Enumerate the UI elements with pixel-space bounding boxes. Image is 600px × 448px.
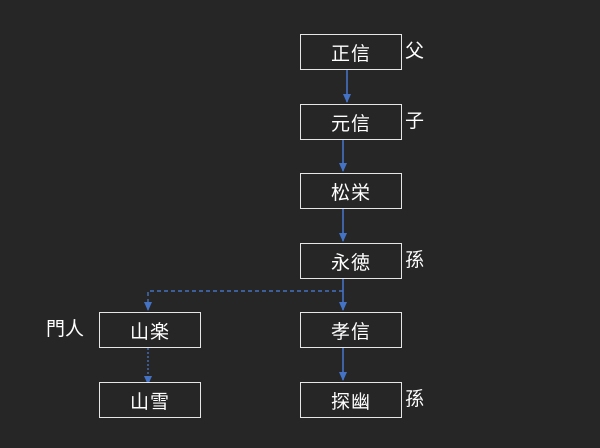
node-sanraku: 山楽 — [99, 312, 201, 348]
node-tanyu: 探幽 — [300, 382, 402, 418]
node-motonobu: 元信 — [300, 104, 402, 140]
node-shoei: 松栄 — [300, 173, 402, 209]
label-grandson-eitoku: 孫 — [405, 249, 425, 271]
node-sansetsu: 山雪 — [99, 382, 201, 418]
node-takanobu: 孝信 — [300, 312, 402, 348]
label-disciple: 門人 — [46, 318, 85, 340]
label-son: 子 — [405, 110, 425, 132]
label-grandson-tanyu: 孫 — [405, 388, 425, 410]
label-father: 父 — [405, 40, 425, 62]
node-masanobu: 正信 — [300, 34, 402, 70]
arrow-eitoku-to-sanraku-dashed — [144, 290, 343, 311]
node-eitoku: 永徳 — [300, 243, 402, 279]
